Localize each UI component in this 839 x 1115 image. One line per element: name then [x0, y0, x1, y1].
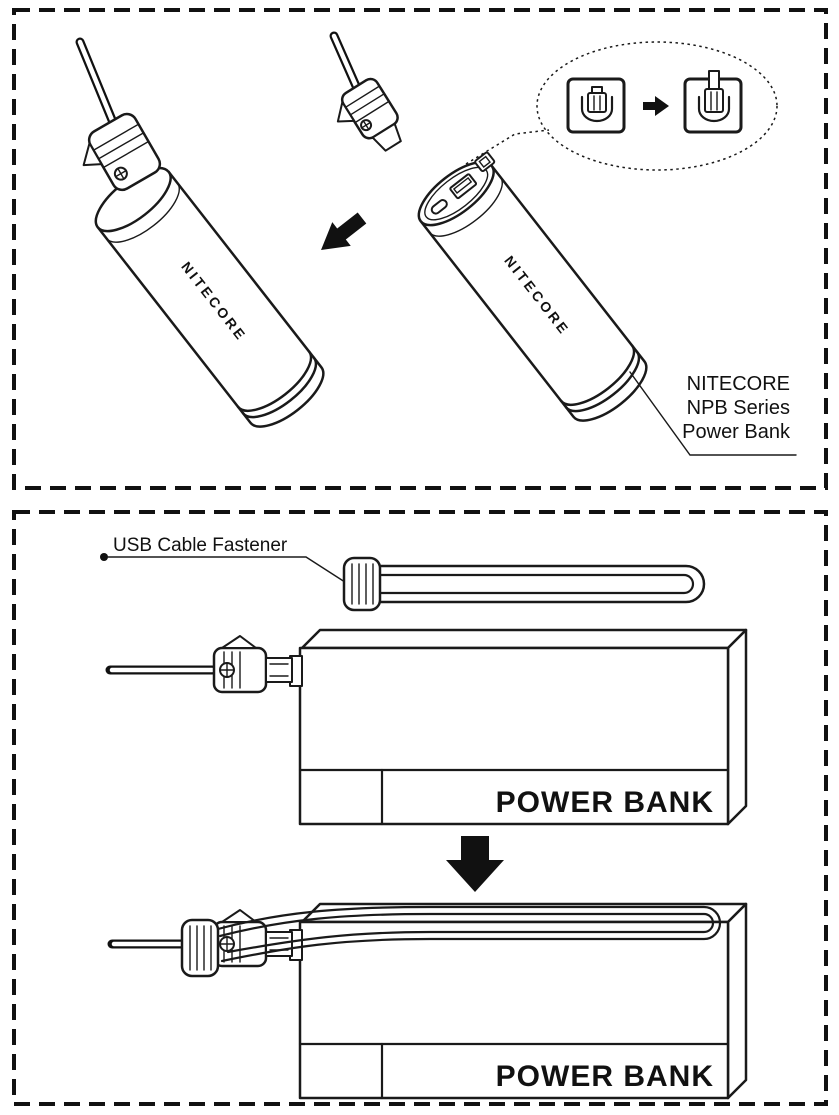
- cable-fastener: [342, 556, 706, 612]
- powerbank-box-unfastened: POWER BANK: [289, 628, 748, 826]
- callout-leader-dotted: [465, 129, 550, 165]
- usb-plug-box2: [212, 909, 293, 968]
- fastener-label: USB Cable Fastener: [100, 535, 349, 585]
- product-label-line3: Power Bank: [682, 421, 791, 443]
- callout-arrow: [643, 96, 669, 116]
- callout-port-after: [683, 70, 743, 134]
- fastener-head: [342, 556, 382, 612]
- box-side-face: [726, 628, 748, 826]
- powerbank-cylinder-left: NITECORE: [94, 166, 325, 428]
- product-label: NITECORE NPB Series Power Bank: [629, 371, 797, 456]
- usb-plug-box1: [212, 635, 293, 694]
- box-front-face: [298, 646, 730, 826]
- callout-port-before: [566, 77, 626, 134]
- plug-clip-lever-right: [336, 101, 355, 123]
- powerbank-label-2: POWER BANK: [496, 1060, 714, 1093]
- box-top-face: [300, 628, 748, 650]
- box2-side-face: [726, 902, 748, 1100]
- usb-plug-right: [336, 77, 402, 152]
- connect-arrow: [321, 212, 367, 251]
- plug-clip-lever-box1: [221, 635, 257, 649]
- usb-plug-left: [82, 112, 162, 192]
- powerbank-box-fastened: POWER BANK: [289, 902, 748, 1100]
- panel-top-border: [12, 8, 828, 490]
- cable-fastener-wrapped: [180, 905, 722, 978]
- plug-clip-lever-left: [82, 142, 103, 167]
- fastener-head-wrapped: [180, 918, 220, 978]
- usb-c-port: [430, 199, 448, 215]
- fastener-ring: [474, 151, 496, 173]
- detail-callout-ellipse: [536, 41, 778, 171]
- box2-front-face: [298, 920, 730, 1100]
- plug-metal-tip: [371, 122, 402, 152]
- fastener-label-text: USB Cable Fastener: [113, 535, 288, 556]
- fastener-label-dot: [100, 553, 108, 561]
- panel-bottom-border: [12, 510, 828, 1106]
- down-arrow: [446, 836, 504, 892]
- product-label-line2: NPB Series: [687, 397, 790, 419]
- fastener-label-leader: [107, 556, 349, 585]
- product-label-leader: [629, 371, 797, 456]
- powerbank-cylinder-right: NITECORE: [417, 151, 648, 422]
- plug-clip-lever-box2: [221, 909, 257, 923]
- product-label-line1: NITECORE: [687, 373, 790, 395]
- powerbank-label-1: POWER BANK: [496, 786, 714, 819]
